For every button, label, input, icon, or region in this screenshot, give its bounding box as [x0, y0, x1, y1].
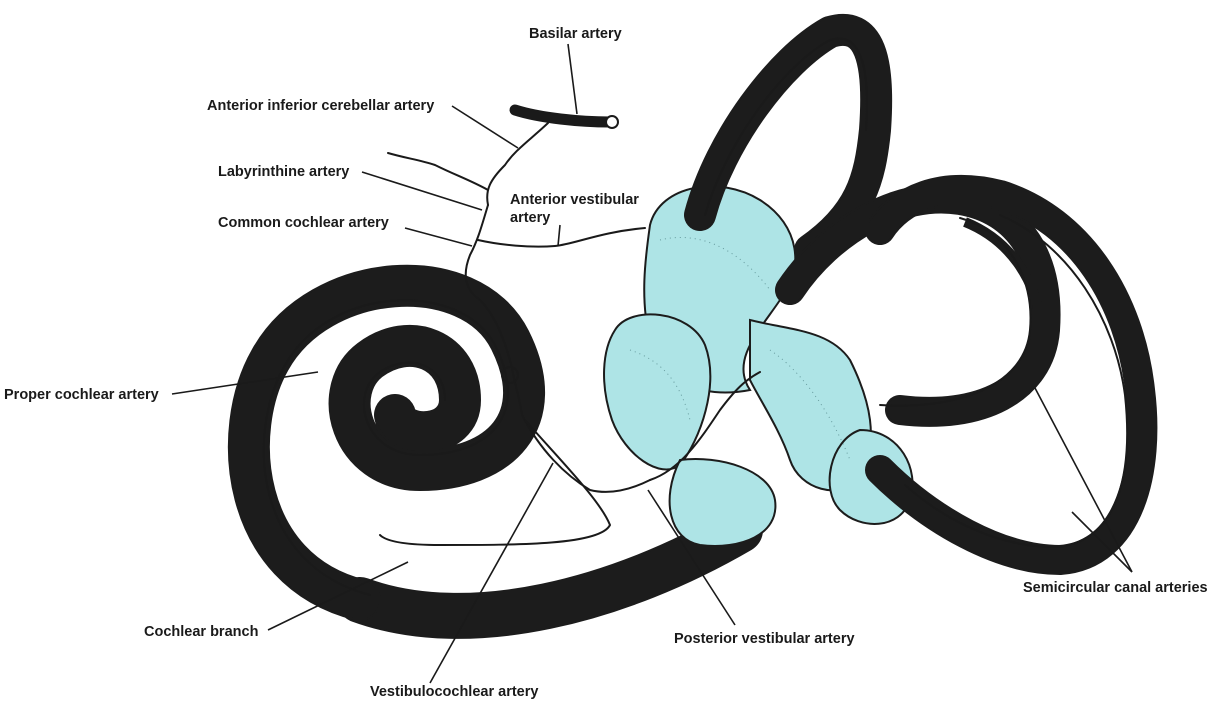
vestibule-body: [668, 458, 777, 547]
leader-common-cochlear: [404, 227, 473, 247]
vestibulocochlear-artery-vessel: [521, 414, 651, 493]
label-labyrinthine-artery: Labyrinthine artery: [218, 164, 350, 180]
label-vestibulocochlear-artery: Vestibulocochlear artery: [370, 684, 539, 700]
arteries: [379, 104, 761, 546]
label-common-cochlear-artery: Common cochlear artery: [218, 215, 389, 231]
label-semicircular-canal-arteries: Semicircular canal arteries: [1023, 580, 1208, 596]
posterior-vestibular-artery-vessel: [649, 371, 761, 481]
leader-posterior-vestibular: [647, 489, 736, 626]
anterior-vestibular-artery-vessel: [477, 227, 646, 248]
leader-semicircular-1: [1034, 387, 1133, 573]
semicircular-canal-artery-2: [879, 217, 1032, 407]
label-anterior-inferior-cerebellar-artery: Anterior inferior cerebellar artery: [207, 98, 435, 114]
cochlea-spiral: [229, 266, 544, 619]
leader-labyrinthine: [361, 171, 483, 211]
leader-vestibulocochlear: [429, 462, 554, 684]
basilar-artery-lumen: [605, 115, 619, 129]
vestibule: [603, 185, 914, 547]
artery-junction-loop: [501, 366, 519, 384]
leader-proper-cochlear: [171, 371, 319, 395]
basilar-artery-vessel: [509, 104, 616, 128]
anterior-canal: [686, 16, 891, 264]
leader-aica: [451, 105, 519, 149]
label-anterior-vestibular-artery: Anterior vestibular artery: [510, 192, 639, 226]
leader-cochlear-branch: [267, 561, 409, 631]
semicircular-canal-artery: [904, 214, 1129, 549]
cochlear-branch-vessel: [379, 419, 611, 546]
proper-cochlear-artery-vessel: [262, 299, 509, 596]
aica-branch: [387, 152, 489, 191]
lateral-canal: [777, 185, 1059, 425]
vestibule-texture: [629, 236, 851, 461]
posterior-canal: [867, 176, 1156, 573]
semicircular-canals: [684, 14, 1158, 575]
leader-basilar: [567, 43, 578, 115]
label-posterior-vestibular-artery: Posterior vestibular artery: [674, 631, 855, 647]
label-cochlear-branch: Cochlear branch: [144, 624, 259, 640]
aica-vessel: [486, 122, 549, 206]
labyrinthine-artery-vessel: [464, 204, 489, 301]
anterior-canal-artery: [704, 37, 868, 216]
label-proper-cochlear-artery: Proper cochlear artery: [4, 387, 159, 403]
label-basilar-artery: Basilar artery: [529, 26, 622, 42]
leader-anterior-vestibular: [557, 224, 561, 247]
leader-lines: [171, 43, 1133, 684]
leader-semicircular-2: [1071, 511, 1133, 573]
